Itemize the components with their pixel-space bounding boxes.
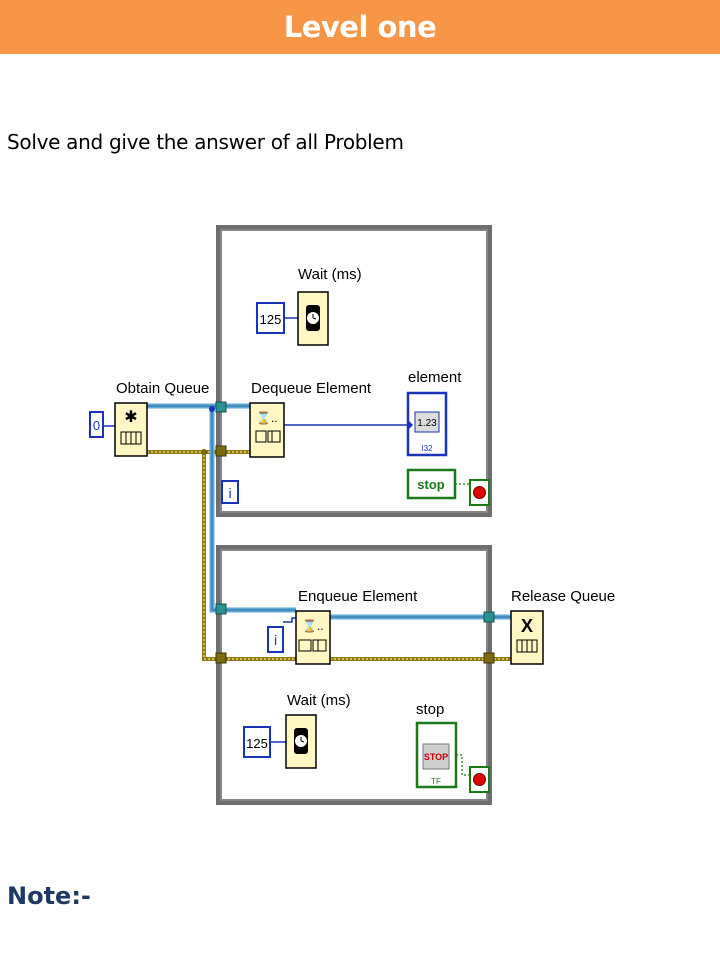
release-queue-label: Release Queue <box>511 588 615 605</box>
page-title-banner: Level one <box>0 0 720 54</box>
svg-text:⌛..: ⌛.. <box>302 619 324 633</box>
stop-label: stop <box>416 701 444 718</box>
svg-text:125: 125 <box>260 312 282 327</box>
loop-tunnels <box>201 401 495 664</box>
top-while-loop <box>216 225 492 517</box>
enqueue-element-node[interactable]: Enqueue Element ⌛.. <box>295 588 418 665</box>
bottom-while-loop <box>216 545 492 805</box>
dequeue-label: Dequeue Element <box>251 380 372 397</box>
dequeue-icon: ⌛.. <box>255 411 281 443</box>
release-queue-icon: X <box>516 616 538 653</box>
max-queue-size-constant[interactable]: 0 <box>89 411 104 438</box>
dequeue-element-node[interactable]: Dequeue Element ⌛.. <box>249 380 372 458</box>
release-queue-node[interactable]: Release Queue X <box>510 588 615 665</box>
obtain-queue-label: Obtain Queue <box>116 380 209 397</box>
element-indicator[interactable]: element 1.23 I32 <box>406 369 462 457</box>
top-stop-control[interactable]: stop <box>406 468 470 500</box>
enqueue-label: Enqueue Element <box>298 588 418 605</box>
svg-text:⌛..: ⌛.. <box>256 411 278 425</box>
svg-text:i: i <box>228 485 231 501</box>
top-wait-node[interactable]: Wait (ms) <box>297 266 362 346</box>
bottom-wait-constant[interactable]: 125 <box>243 726 271 758</box>
bottom-wait-label: Wait (ms) <box>287 692 351 709</box>
top-loop-condition-terminal[interactable] <box>469 479 490 506</box>
svg-text:X: X <box>521 616 533 636</box>
stop-button-text: STOP <box>424 752 448 762</box>
svg-text:I32: I32 <box>421 444 433 453</box>
obtain-queue-icon: ✱ <box>120 409 142 445</box>
top-iteration-terminal: i <box>221 480 239 504</box>
element-value: 1.23 <box>417 418 437 429</box>
stop-control[interactable]: stop STOP TF <box>415 701 470 789</box>
top-wait-label: Wait (ms) <box>298 266 362 283</box>
numeric-wires <box>103 317 408 743</box>
svg-text:0: 0 <box>93 418 100 433</box>
bottom-loop-condition-terminal[interactable] <box>469 766 490 793</box>
instruction-text: Solve and give the answer of all Problem <box>7 130 404 154</box>
note-heading: Note:- <box>7 882 91 910</box>
top-stop-text: stop <box>417 477 445 492</box>
queue-wires <box>147 403 512 623</box>
svg-text:TF: TF <box>431 777 441 786</box>
svg-text:✱: ✱ <box>124 409 137 426</box>
page-title: Level one <box>283 10 437 44</box>
obtain-queue-node[interactable]: Obtain Queue ✱ <box>114 380 209 457</box>
element-indicator-label: element <box>408 369 462 386</box>
enqueue-icon: ⌛.. <box>298 619 327 652</box>
bottom-wait-node[interactable]: Wait (ms) <box>285 692 351 769</box>
bottom-iteration-terminal: i <box>267 626 284 653</box>
svg-text:i: i <box>274 632 277 648</box>
svg-text:125: 125 <box>246 736 268 751</box>
top-wait-constant[interactable]: 125 <box>256 302 285 334</box>
